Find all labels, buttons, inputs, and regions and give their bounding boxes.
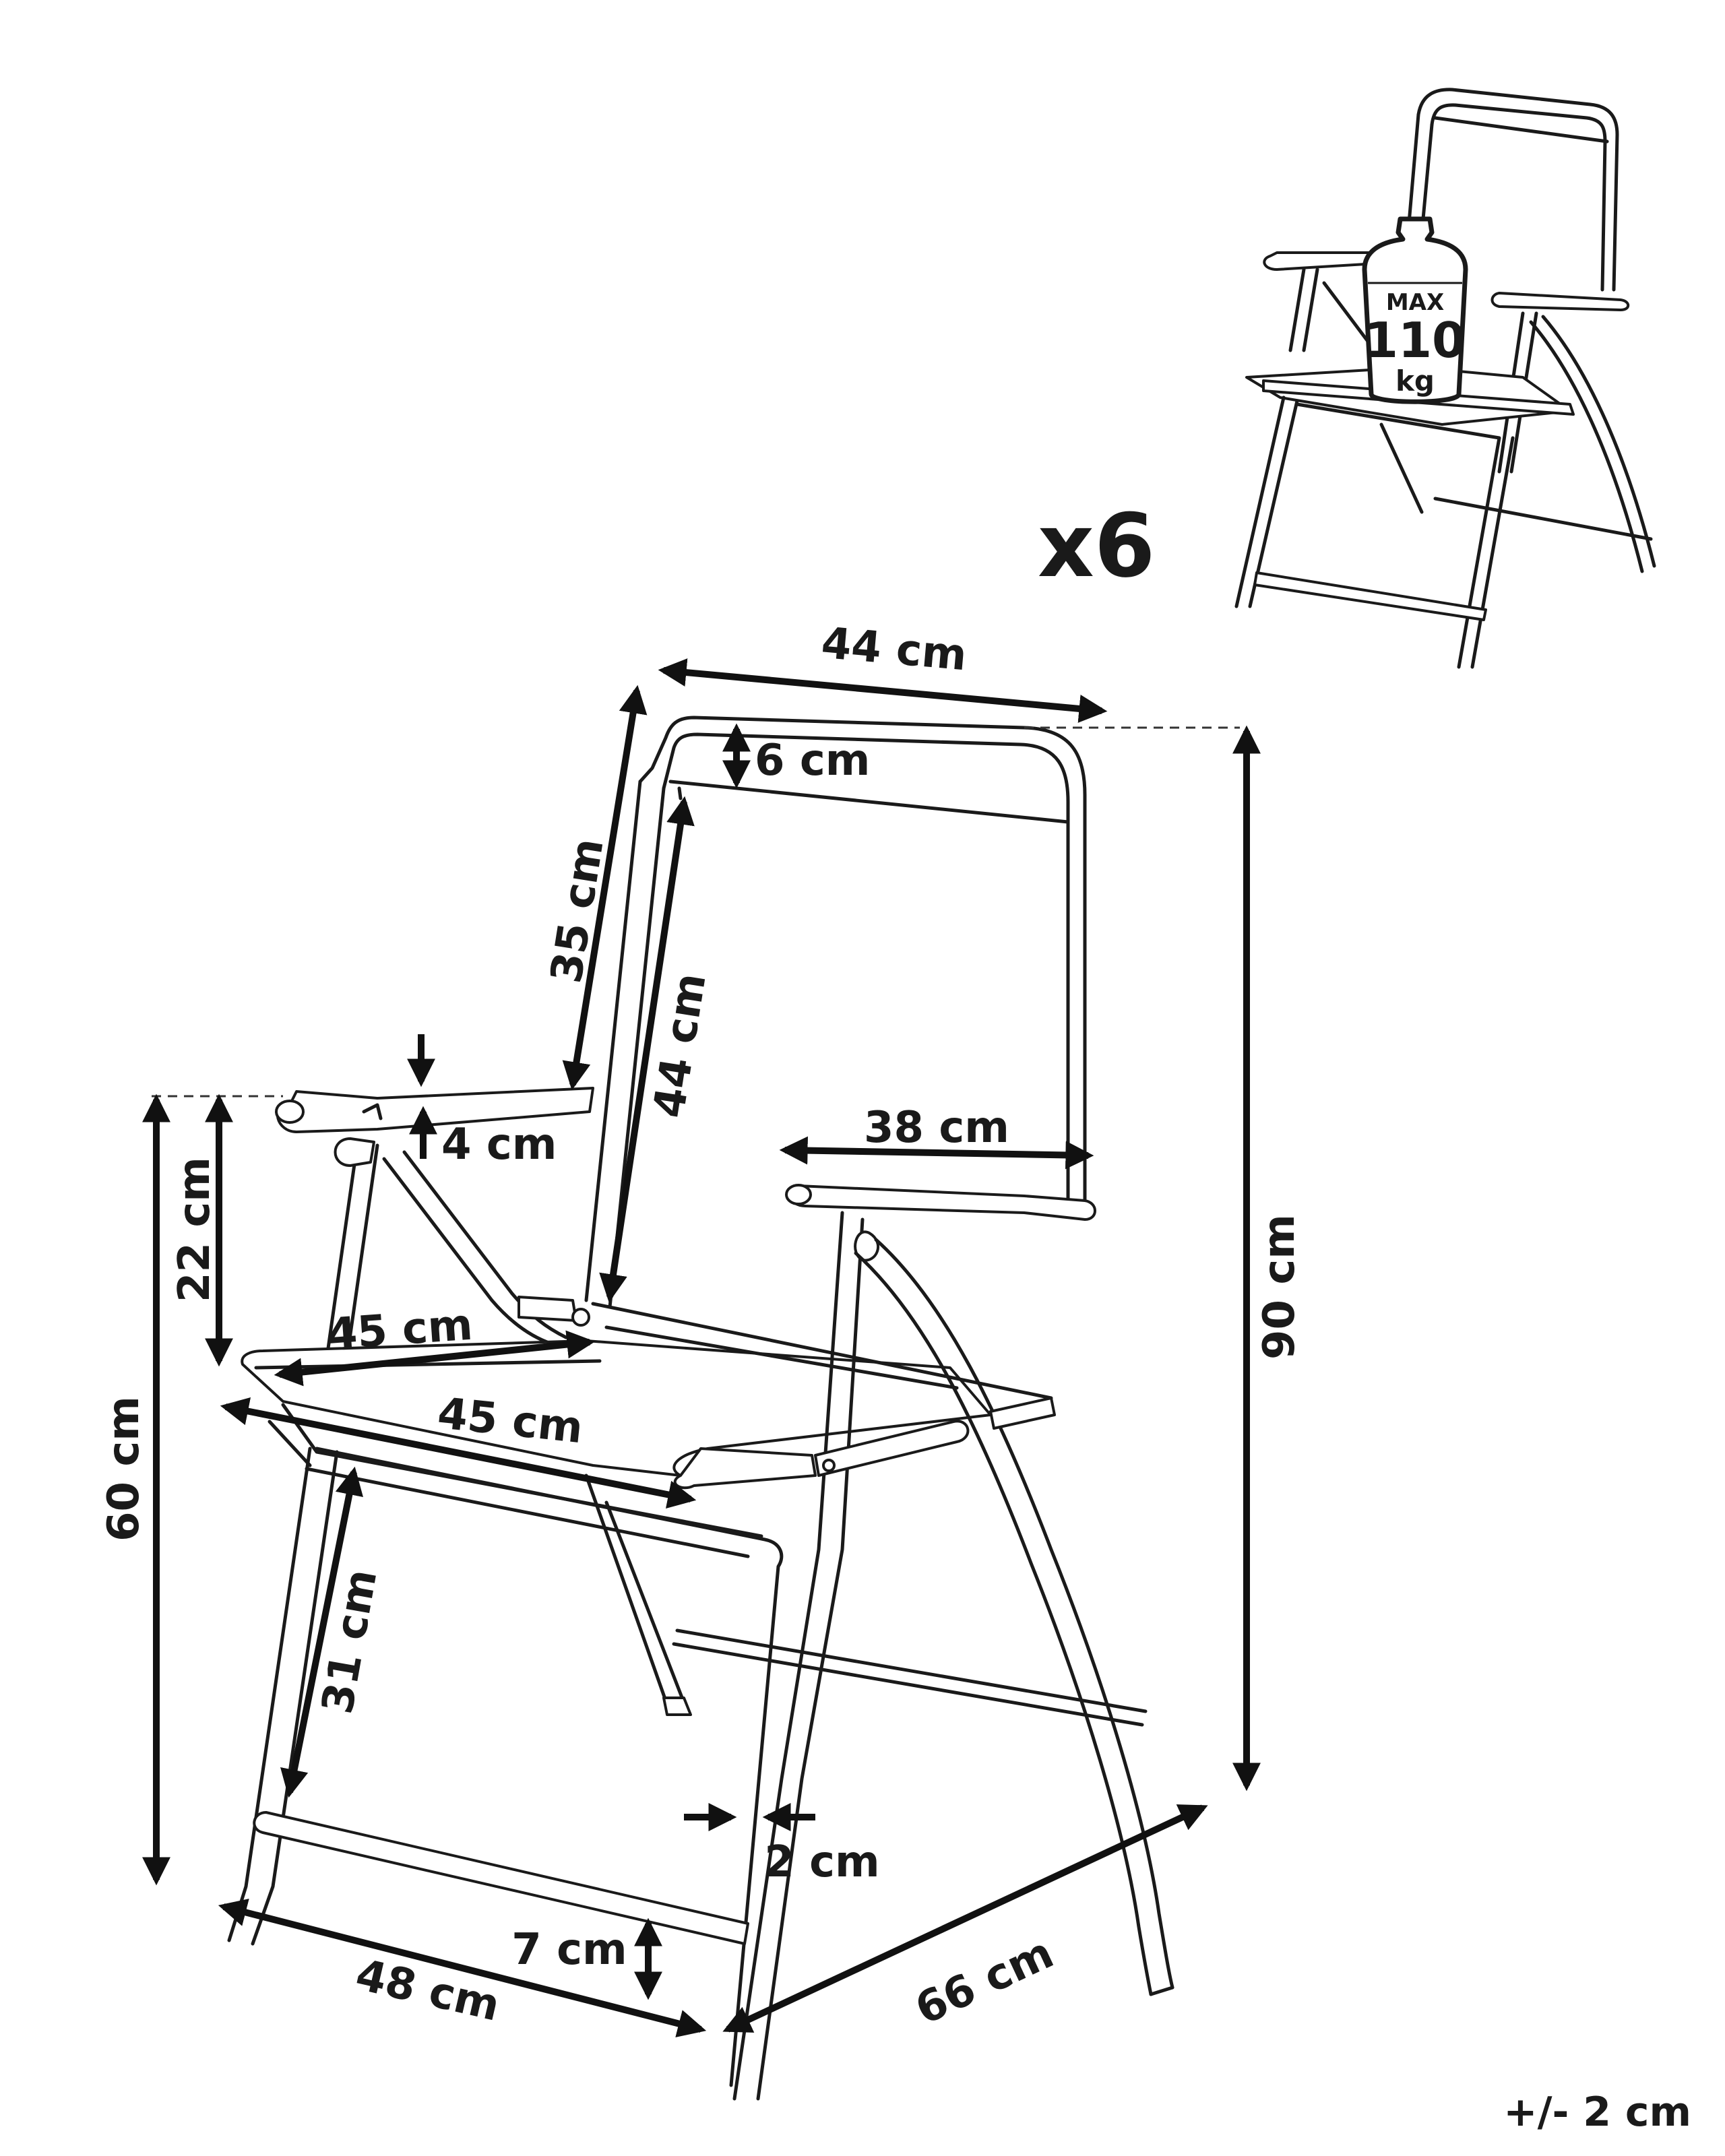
arrow-base-depth xyxy=(722,1804,1208,2033)
label-armrest-length: 38 cm xyxy=(864,1103,1009,1153)
label-seat-depth: 45 cm xyxy=(325,1300,474,1360)
arrow-base-width xyxy=(218,1899,707,2037)
weight-badge-max: MAX xyxy=(1386,289,1444,316)
label-backrest-width: 44 cm xyxy=(819,619,969,681)
max-weight-badge: MAX 110 kg xyxy=(1362,216,1468,404)
arrow-backrest-width xyxy=(658,658,1108,723)
label-armrest-seat-height: 22 cm xyxy=(170,1157,220,1302)
weight-badge-value: 110 xyxy=(1365,312,1466,369)
quantity-label: x6 xyxy=(1038,495,1155,597)
label-armrest-thickness: 4 cm xyxy=(441,1120,557,1170)
label-seat-floor-height: 31 cm xyxy=(313,1566,387,1718)
arrow-seat-width xyxy=(220,1397,697,1509)
label-headband-height: 6 cm xyxy=(755,736,870,786)
tolerance-note: +/- 2 cm xyxy=(1503,2089,1691,2136)
weight-badge-unit: kg xyxy=(1395,364,1435,398)
label-crossbar-height: 7 cm xyxy=(511,1925,627,1975)
arrow-fabric-height xyxy=(599,796,695,1303)
arrow-seat-depth xyxy=(274,1330,596,1387)
label-backrest-length: 35 cm xyxy=(542,835,614,986)
label-armrest-floor-height: 60 cm xyxy=(99,1396,149,1542)
arrow-armrest-length xyxy=(779,1136,1094,1170)
label-base-depth: 66 cm xyxy=(908,1928,1061,2035)
arrow-seat-floor-height xyxy=(280,1466,364,1798)
label-total-height: 90 cm xyxy=(1255,1214,1305,1360)
dimension-arrows xyxy=(142,658,1261,2037)
label-tube-diameter: 2 cm xyxy=(764,1837,879,1887)
